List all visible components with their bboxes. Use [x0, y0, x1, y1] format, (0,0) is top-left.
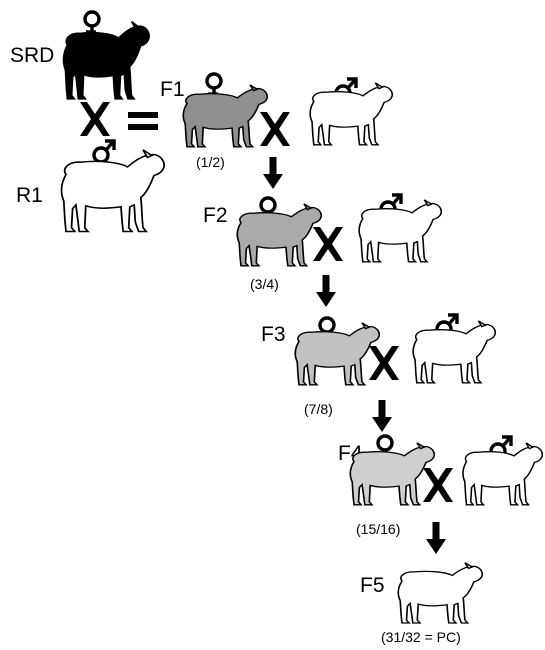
- equals-icon: [128, 112, 158, 130]
- generation-f4: F4 (15/16): [338, 434, 544, 554]
- male-symbol-icon: [92, 139, 116, 164]
- generation-f1: F1 (1/2): [160, 72, 394, 189]
- generation-label: F1: [160, 78, 185, 101]
- generation-fraction: (31/32 = PC): [381, 629, 461, 645]
- f3-male-sheep-icon: [412, 320, 497, 384]
- generation-fraction: (3/4): [250, 276, 279, 292]
- f2-male-sheep-icon: [358, 199, 443, 263]
- srd-parent: SRD: [10, 10, 150, 100]
- cross-icon: [369, 346, 399, 380]
- down-arrow-icon: [316, 275, 336, 307]
- r1-parent: R1: [16, 139, 165, 233]
- f1-male-sheep-icon: [309, 82, 394, 146]
- cross-icon: [423, 468, 453, 502]
- generation-label: F5: [360, 574, 385, 597]
- f4-male-sheep-icon: [462, 442, 544, 506]
- generation-f5: F5 (31/32 = PC): [360, 561, 484, 645]
- f2-female-sheep-icon: [236, 203, 323, 267]
- down-arrow-icon: [263, 157, 283, 189]
- cross-icon: [80, 102, 110, 136]
- cross-icon: [260, 112, 290, 146]
- srd-sheep-icon: [62, 20, 150, 100]
- generation-label: F2: [203, 204, 228, 227]
- f1-female-sheep-icon: [182, 84, 269, 148]
- f4-female-sheep-icon: [349, 442, 436, 506]
- r1-label: R1: [16, 184, 43, 207]
- f3-female-sheep-icon: [294, 322, 381, 386]
- down-arrow-icon: [372, 400, 392, 432]
- generation-f3: F3 (7/8): [261, 313, 497, 432]
- generation-fraction: (15/16): [356, 521, 400, 537]
- down-arrow-icon: [426, 522, 446, 554]
- generation-fraction: (7/8): [304, 401, 333, 417]
- cross-icon: [313, 227, 343, 261]
- generation-f2: F2 (3/4): [203, 193, 443, 307]
- generation-label: F3: [261, 323, 286, 346]
- f5-sheep-icon: [397, 561, 484, 624]
- srd-label: SRD: [10, 44, 54, 67]
- generation-fraction: (1/2): [196, 154, 225, 170]
- r1-sheep-icon: [60, 148, 165, 233]
